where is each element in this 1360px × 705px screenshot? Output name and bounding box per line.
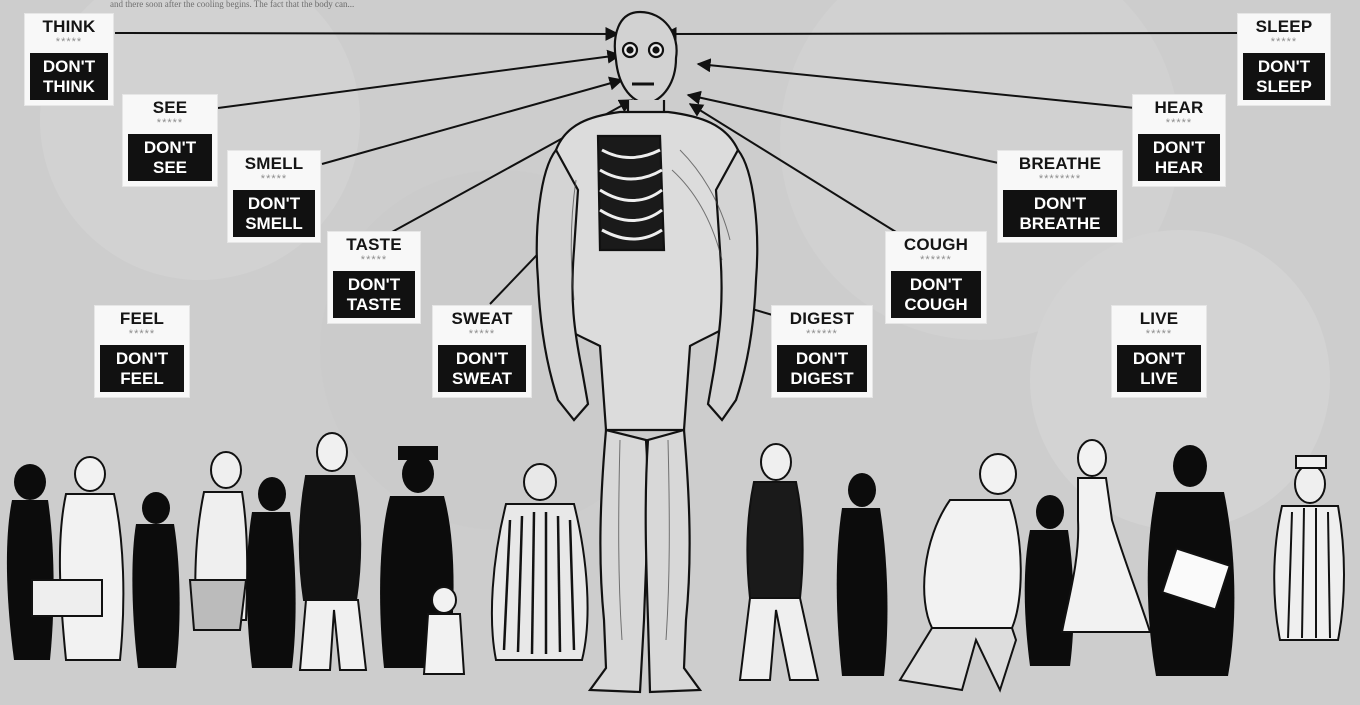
label-stars: *****	[1238, 36, 1330, 49]
label-sweat: SWEAT ***** DON'T SWEAT	[433, 306, 531, 397]
label-taste: TASTE ***** DON'T TASTE	[328, 232, 420, 323]
label-dont: DON'T LIVE	[1117, 345, 1201, 392]
label-verb: SMELL	[228, 151, 320, 173]
label-think: THINK ***** DON'T THINK	[25, 14, 113, 105]
label-verb: SLEEP	[1238, 14, 1330, 36]
pointer-sleep	[664, 33, 1240, 34]
label-stars: *****	[228, 173, 320, 186]
label-dont: DON'T SLEEP	[1243, 53, 1325, 100]
label-dont: DON'T SEE	[128, 134, 212, 181]
label-dont: DON'T TASTE	[333, 271, 415, 318]
label-stars: ******	[772, 328, 872, 341]
label-verb: SWEAT	[433, 306, 531, 328]
label-dont: DON'T HEAR	[1138, 134, 1220, 181]
label-stars: *****	[25, 36, 113, 49]
label-verb: FEEL	[95, 306, 189, 328]
label-verb: COUGH	[886, 232, 986, 254]
label-stars: *****	[95, 328, 189, 341]
pointer-think	[115, 33, 618, 34]
label-verb: THINK	[25, 14, 113, 36]
label-dont: DON'T THINK	[30, 53, 108, 100]
label-see: SEE ***** DON'T SEE	[123, 95, 217, 186]
label-cough: COUGH ****** DON'T COUGH	[886, 232, 986, 323]
label-stars: *****	[328, 254, 420, 267]
label-verb: DIGEST	[772, 306, 872, 328]
label-stars: *****	[433, 328, 531, 341]
label-feel: FEEL ***** DON'T FEEL	[95, 306, 189, 397]
label-stars: ********	[998, 173, 1122, 186]
label-stars: *****	[1112, 328, 1206, 341]
label-dont: DON'T FEEL	[100, 345, 184, 392]
label-verb: HEAR	[1133, 95, 1225, 117]
label-dont: DON'T SMELL	[233, 190, 315, 237]
label-dont: DON'T COUGH	[891, 271, 981, 318]
label-dont: DON'T DIGEST	[777, 345, 867, 392]
label-hear: HEAR ***** DON'T HEAR	[1133, 95, 1225, 186]
label-sleep: SLEEP ***** DON'T SLEEP	[1238, 14, 1330, 105]
label-stars: ******	[886, 254, 986, 267]
label-verb: LIVE	[1112, 306, 1206, 328]
label-stars: *****	[1133, 117, 1225, 130]
label-dont: DON'T SWEAT	[438, 345, 526, 392]
label-stars: *****	[123, 117, 217, 130]
label-smell: SMELL ***** DON'T SMELL	[228, 151, 320, 242]
label-verb: SEE	[123, 95, 217, 117]
label-breathe: BREATHE ******** DON'T BREATHE	[998, 151, 1122, 242]
label-verb: BREATHE	[998, 151, 1122, 173]
label-live: LIVE ***** DON'T LIVE	[1112, 306, 1206, 397]
label-verb: TASTE	[328, 232, 420, 254]
label-digest: DIGEST ****** DON'T DIGEST	[772, 306, 872, 397]
label-dont: DON'T BREATHE	[1003, 190, 1117, 237]
